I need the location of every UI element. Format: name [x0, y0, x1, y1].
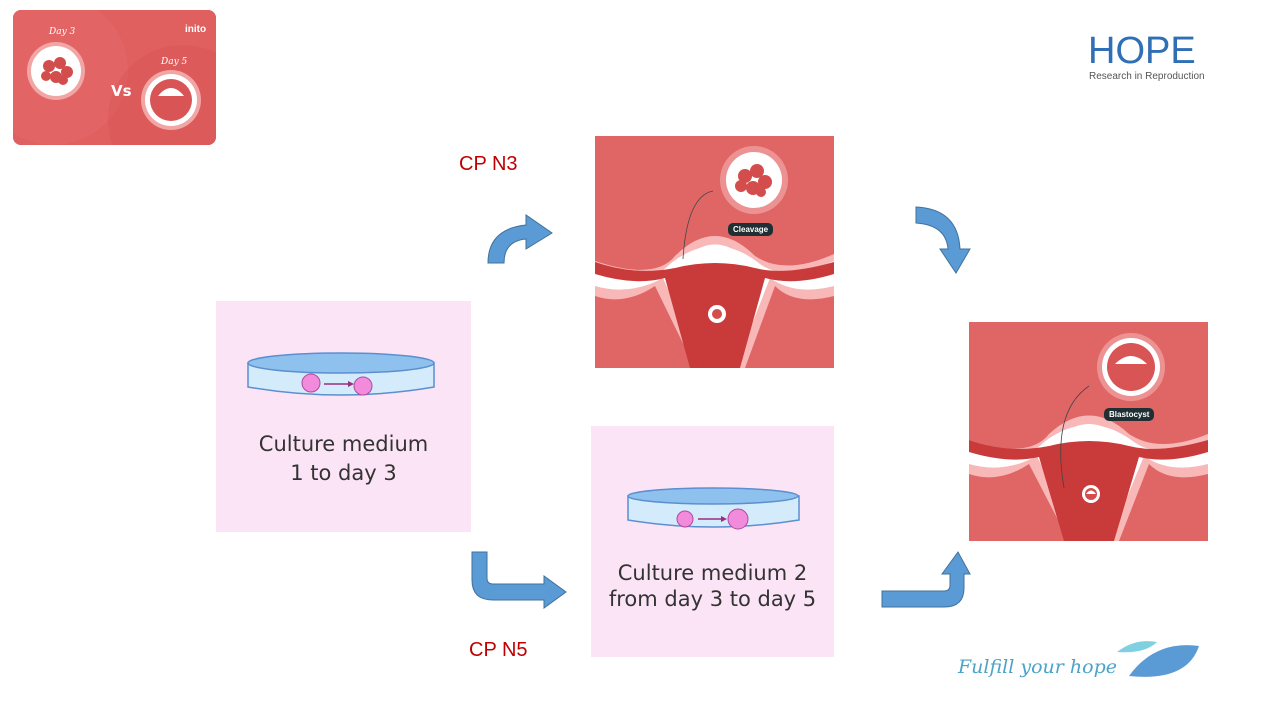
thumbnail-brand: inito: [185, 24, 206, 35]
blastocyst-tag: Blastocyst: [1104, 408, 1155, 421]
cp-n3-label: CP N3: [459, 153, 518, 175]
uterus-cleavage-illustration: [595, 136, 834, 368]
day3-vs-day5-thumbnail: Day 3 Day 5 Vs inito: [13, 10, 216, 145]
cleavage-tag: Cleavage: [728, 223, 774, 236]
medium1-line2: 1 to day 3: [290, 461, 397, 485]
medium2-line1: Culture medium 2: [617, 561, 808, 585]
petri-dish-icon: [627, 487, 800, 530]
curved-arrow-up-right-icon: [487, 214, 553, 264]
cp-n5-label: CP N5: [469, 639, 528, 661]
thumbnail-illustration: Day 3 Day 5 Vs inito: [13, 10, 216, 145]
culture-medium-2-panel: Culture medium 2 from day 3 to day 5: [591, 426, 834, 657]
thumbnail-day-left: Day 3: [48, 27, 76, 37]
medium1-line1: Culture medium: [258, 432, 429, 456]
hope-logo: HOPE Research in Reproduction: [1088, 32, 1208, 84]
culture-medium-1-panel: Culture medium 1 to day 3: [216, 301, 471, 532]
logo-subtitle: Research in Reproduction: [1089, 71, 1205, 82]
thumbnail-vs: Vs: [111, 82, 132, 100]
thumbnail-day-right: Day 5: [160, 57, 188, 67]
logo-word: HOPE: [1088, 30, 1196, 72]
elbow-arrow-down-right-icon: [471, 551, 567, 609]
cleavage-uterus-panel: Cleavage: [595, 136, 834, 368]
curved-arrow-down-icon: [915, 206, 971, 274]
medium2-line2: from day 3 to day 5: [608, 587, 817, 611]
elbow-arrow-right-up-icon: [881, 551, 971, 608]
footer-tagline: Fulfill your hope: [958, 656, 1117, 678]
leaf-logo-icon: [1117, 641, 1199, 677]
petri-dish-icon: [247, 352, 435, 396]
uterus-blastocyst-illustration: [969, 322, 1208, 541]
blastocyst-uterus-panel: Blastocyst: [969, 322, 1208, 541]
